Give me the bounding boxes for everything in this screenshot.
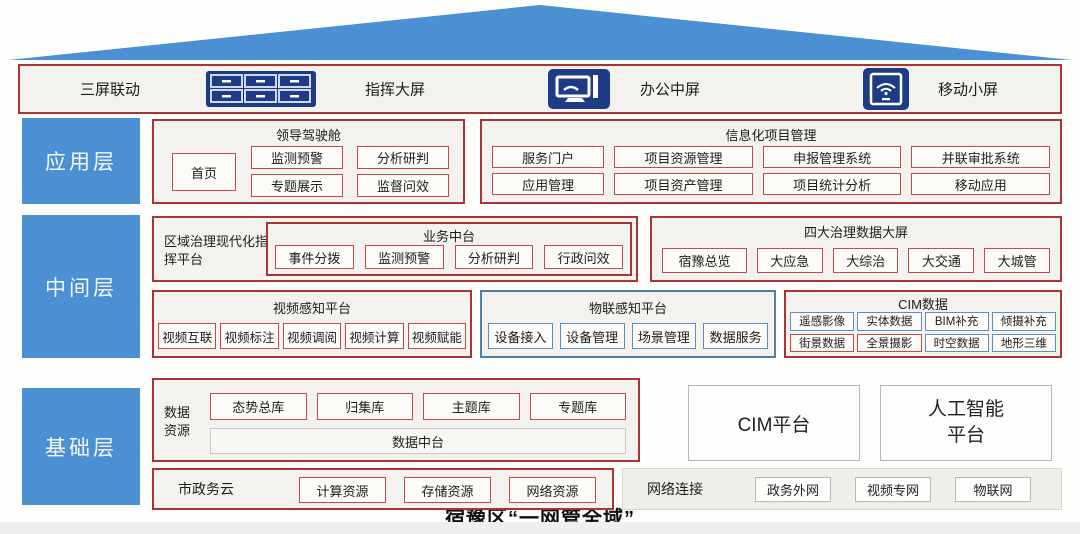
network-connection-label: 网络连接	[647, 481, 703, 497]
city-cloud-label: 市政务云	[178, 481, 234, 497]
layer-label-middle: 中间层	[22, 215, 140, 358]
module-video-enable: 视频赋能	[407, 323, 467, 349]
module-device-mgmt: 设备管理	[559, 323, 625, 349]
governance-screens-title: 四大治理数据大屏	[803, 225, 908, 240]
module-topic-lib: 专题库	[529, 393, 626, 420]
module-app-mgmt: 应用管理	[492, 173, 605, 195]
module-topic-display: 专题展示	[251, 174, 343, 197]
module-video-annotation: 视频标注	[220, 323, 279, 349]
group-project-management: 信息化项目管理 服务门户 项目资源管理 申报管理系统 并联审批系统 应用管理 项…	[480, 119, 1062, 204]
module-network-resource: 网络资源	[509, 477, 596, 503]
module-oblique-supplement: 倾摄补充	[991, 312, 1056, 331]
module-suyu-overview: 宿豫总览	[662, 248, 747, 273]
module-project-asset-mgmt: 项目资产管理	[614, 173, 753, 195]
module-panorama-photo: 全景摄影	[857, 333, 922, 352]
mobile-screen-label: 移动小屏	[938, 81, 999, 99]
module-spacetime-data: 时空数据	[924, 333, 989, 352]
group-command-platform: 区域治理现代化指挥平台 业务中台 事件分拨 监测预警 分析研判 行政问效	[152, 216, 638, 282]
module-collection-lib: 归集库	[316, 393, 413, 420]
module-service-portal: 服务门户	[492, 146, 605, 168]
module-gov-extranet: 政务外网	[755, 477, 831, 502]
tablet-wifi-icon	[863, 68, 909, 110]
module-bim-supplement: BIM补充	[924, 312, 989, 331]
group-video-platform: 视频感知平台 视频互联 视频标注 视频调阅 视频计算 视频赋能	[152, 290, 472, 358]
module-video-compute: 视频计算	[345, 323, 404, 349]
module-big-citymgmt: 大城管	[984, 248, 1051, 273]
module-supervision: 监督问效	[357, 174, 449, 197]
module-video-review: 视频调阅	[282, 323, 342, 349]
video-wall-icon	[205, 70, 317, 108]
module-data-service: 数据服务	[703, 323, 768, 349]
iot-platform-title: 物联感知平台	[588, 301, 667, 316]
module-mobile-app: 移动应用	[911, 173, 1050, 195]
module-storage-resource: 存储资源	[404, 477, 491, 503]
module-scene-mgmt: 场景管理	[631, 323, 697, 349]
data-resources-label: 数据资源	[164, 405, 191, 438]
command-screen-label: 指挥大屏	[365, 81, 426, 99]
group-iot-platform: 物联感知平台 设备接入 设备管理 场景管理 数据服务	[480, 290, 776, 358]
group-network-connection: 网络连接 政务外网 视频专网 物联网	[622, 468, 1062, 510]
group-city-cloud: 市政务云 计算资源 存储资源 网络资源	[152, 468, 614, 510]
module-streetview-data: 街景数据	[790, 333, 855, 352]
video-platform-title: 视频感知平台	[272, 301, 351, 316]
module-entity-data: 实体数据	[857, 312, 922, 331]
module-declaration-system: 申报管理系统	[762, 146, 902, 168]
module-data-middle-platform: 数据中台	[210, 428, 626, 454]
module-big-emergency: 大应急	[756, 248, 823, 273]
leader-cockpit-title: 领导驾驶舱	[275, 128, 341, 143]
cim-data-title: CIM数据	[898, 297, 948, 312]
screen-linkage-label: 三屏联动	[80, 81, 141, 99]
module-big-governance: 大综治	[832, 248, 899, 273]
module-terrain-3d: 地形三维	[991, 333, 1056, 352]
ai-platform-label: 人工智能平台	[927, 399, 1004, 446]
module-situation-lib: 态势总库	[210, 393, 307, 420]
project-management-title: 信息化项目管理	[725, 128, 817, 143]
group-governance-screens: 四大治理数据大屏 宿豫总览 大应急 大综治 大交通 大城管	[650, 216, 1062, 282]
ai-platform-box: 人工智能平台	[880, 385, 1052, 461]
module-device-access: 设备接入	[488, 323, 553, 349]
office-screen-label: 办公中屏	[640, 81, 701, 99]
layer-label-base: 基础层	[22, 388, 140, 505]
layer-label-application: 应用层	[22, 118, 140, 204]
desktop-monitor-icon	[548, 69, 610, 109]
module-remote-sensing: 遥感影像	[790, 312, 855, 331]
module-theme-lib: 主题库	[423, 393, 520, 420]
module-video-link: 视频互联	[158, 323, 217, 349]
module-event-dispatch: 事件分拨	[275, 245, 354, 269]
module-analysis-judgment: 分析研判	[357, 146, 449, 169]
cim-platform-box: CIM平台	[688, 385, 860, 461]
module-admin-effect: 行政问效	[544, 245, 623, 269]
group-leader-cockpit: 领导驾驶舱 首页 监测预警 分析研判 专题展示 监督问效	[152, 119, 465, 204]
group-cim-data: CIM数据 遥感影像 实体数据 BIM补充 倾摄补充 街景数据 全景摄影 时空数…	[784, 290, 1062, 358]
group-business-center: 业务中台 事件分拨 监测预警 分析研判 行政问效	[266, 222, 632, 276]
module-parallel-approval: 并联审批系统	[911, 146, 1050, 168]
module-monitor-warning-mid: 监测预警	[364, 245, 444, 269]
module-project-statistics: 项目统计分析	[762, 173, 902, 195]
module-big-traffic: 大交通	[908, 248, 975, 273]
module-project-resource-mgmt: 项目资源管理	[614, 146, 753, 168]
business-center-title: 业务中台	[422, 229, 475, 244]
group-data-resources: 数据资源 态势总库 归集库 主题库 专题库 数据中台	[152, 378, 640, 462]
module-compute-resource: 计算资源	[299, 477, 386, 503]
module-monitor-warning: 监测预警	[251, 146, 343, 169]
module-home: 首页	[172, 153, 236, 191]
bottom-strip	[0, 522, 1080, 534]
command-platform-label: 区域治理现代化指挥平台	[164, 234, 269, 267]
module-video-network: 视频专网	[855, 477, 931, 502]
module-analysis-judgment-mid: 分析研判	[454, 245, 534, 269]
three-screen-bar: 三屏联动 指挥大屏	[18, 64, 1062, 114]
module-iot-network: 物联网	[955, 477, 1031, 502]
roof-banner	[8, 5, 1072, 60]
